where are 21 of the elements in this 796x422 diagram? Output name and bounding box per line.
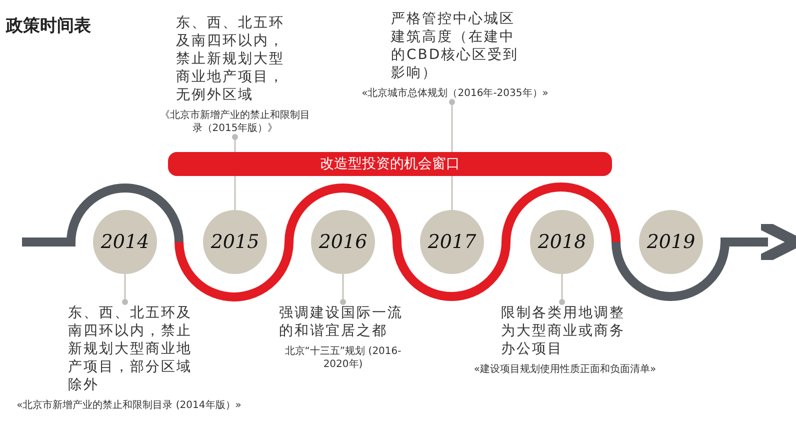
year-circle: 2016 [311, 210, 375, 274]
diagram-title: 政策时间表 [6, 15, 91, 37]
source-citation: 北京“十三五”规划 (2016-2020年) [284, 345, 402, 371]
year-circle: 2018 [530, 210, 594, 274]
leader-line [340, 274, 346, 305]
source-citation: «建设项目规划使用性质正面和负面清单» [472, 363, 658, 376]
leader-line [122, 274, 128, 305]
policy-text: 东、西、北五环及南四环以内，禁止新规划大型商业地产项目，无例外区域 [176, 14, 286, 104]
source-citation: «北京市新增产业的禁止和限制目录 (2014年版）» [16, 399, 242, 412]
year-circle: 2015 [203, 210, 267, 274]
year-circle: 2017 [420, 210, 484, 274]
leader-line [559, 274, 565, 305]
window-banner: 改造型投资的机会窗口 [168, 152, 612, 176]
year-circle: 2014 [93, 210, 157, 274]
policy-text: 东、西、北五环及南四环以内，禁止新规划大型商业地产项目，部分区域除外 [68, 304, 193, 394]
policy-text: 限制各类用地调整为大型商业或商务办公项目 [501, 304, 626, 358]
policy-text: 强调建设国际一流的和谐宜居之都 [279, 304, 404, 340]
source-citation: 《北京市新增产业的禁止和限制目录（2015年版）》 [160, 109, 310, 135]
source-citation: «北京城市总体规划（2016年-2035年）» [360, 87, 550, 100]
year-circle: 2019 [639, 210, 703, 274]
policy-text: 严格管控中心城区建筑高度（在建中的CBD核心区受到影响） [391, 10, 519, 82]
